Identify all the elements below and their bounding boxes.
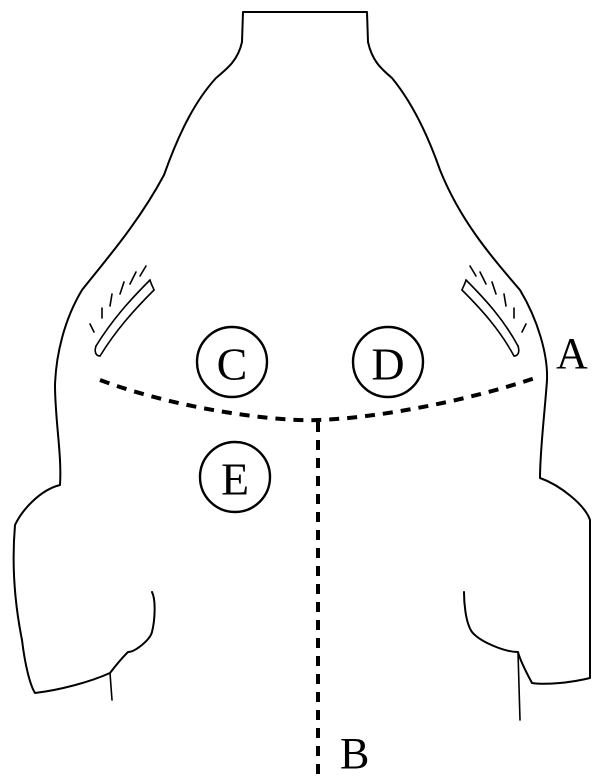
site-e-label: E [221, 454, 249, 505]
right-eye-marking [462, 266, 526, 356]
site-d-marker: D [353, 327, 423, 397]
right-neck-line [518, 652, 520, 720]
left-neck-line [110, 673, 112, 700]
line-b-label: B [340, 729, 369, 778]
line-a-label: A [556, 329, 588, 378]
site-e-marker: E [200, 442, 270, 512]
site-c-marker: C [197, 327, 267, 397]
cut-line-a [100, 378, 535, 420]
site-c-label: C [217, 339, 248, 390]
left-eye-marking [90, 266, 154, 356]
site-d-label: D [371, 339, 404, 390]
skull-outline [14, 12, 590, 693]
